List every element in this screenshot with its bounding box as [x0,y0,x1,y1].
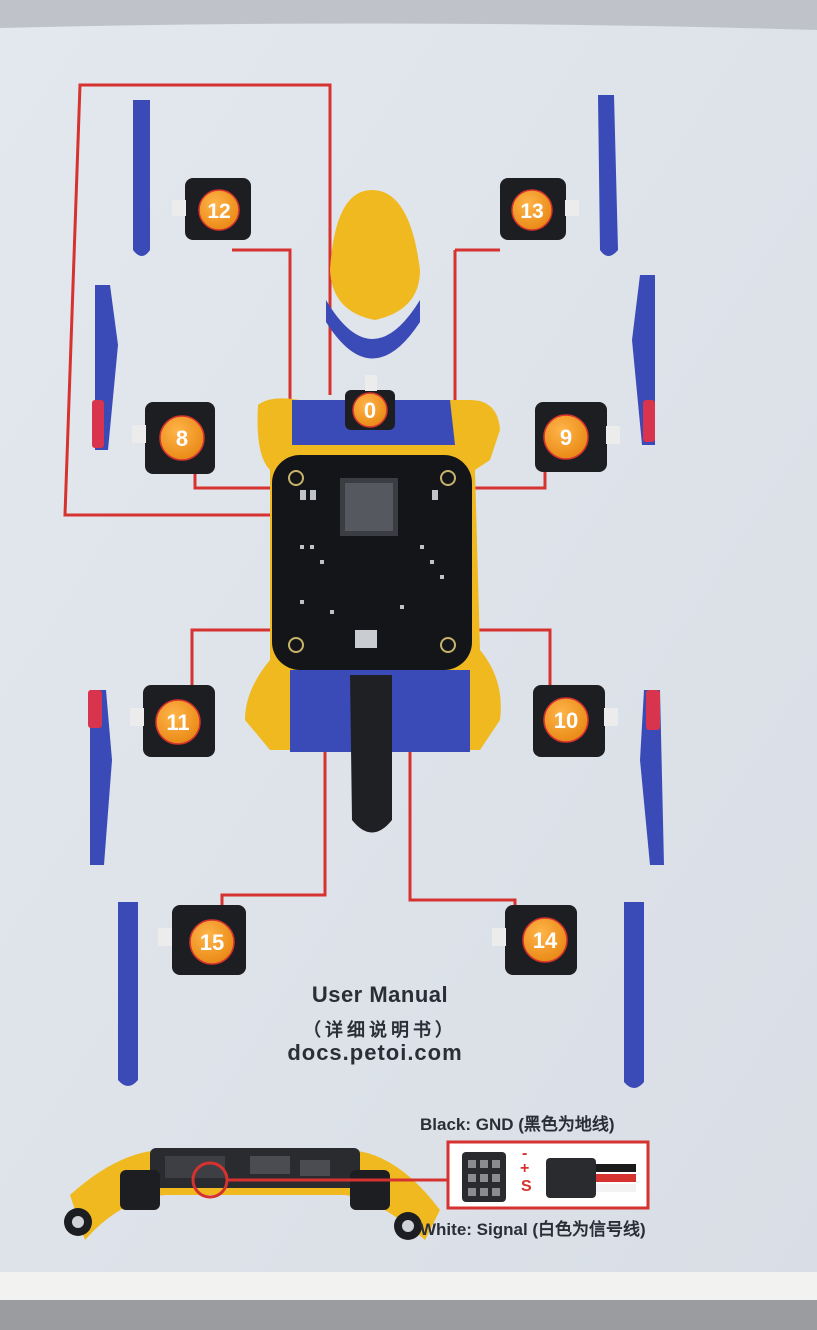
servo-0: 0 [345,375,395,430]
leg-upper-left [133,100,150,256]
pin-minus-label: - [522,1145,528,1162]
servo-8: 8 [132,402,215,474]
servo-14: 14 [492,905,577,975]
servo-11: 11 [130,685,215,757]
servo-10: 10 [533,685,618,757]
servo-14-label: 14 [533,928,558,953]
servo-12: 12 [172,178,251,240]
leg-lower-right [624,902,644,1088]
thigh-left-bottom [90,690,112,865]
manual-url: docs.petoi.com [287,1040,463,1065]
leg-lower-left [118,902,138,1086]
servo-9: 9 [535,402,620,472]
servo-8-label: 8 [176,426,188,451]
pin-diagram [446,1140,650,1210]
tail [350,675,392,833]
servo-11-label: 11 [166,710,189,735]
servo-10-label: 10 [554,708,578,733]
manual-title: User Manual [311,982,449,1007]
servo-13-label: 13 [520,200,543,223]
wire-black-note: Black: GND (黑色为地线) [420,1115,615,1134]
legs [90,95,664,1088]
wire-white-note: White: Signal (白色为信号线) [420,1220,646,1239]
servo-12-label: 12 [207,200,230,223]
robot-side-view [64,1148,448,1240]
manual-subtitle: （详细说明书） [303,1020,457,1040]
servo-13: 13 [500,178,579,240]
thigh-right-bottom [640,690,664,865]
pin-plus-label: + [520,1160,530,1177]
leg-accents [88,400,660,730]
servo-15: 15 [158,905,246,975]
head [326,190,420,359]
leg-upper-right [598,95,618,256]
servo-0-label: 0 [364,398,376,423]
servo-9-label: 9 [560,425,572,450]
servo-15-label: 15 [200,930,224,955]
table-edge [0,1300,817,1330]
pcb-board [272,455,472,670]
pin-signal-label: S [521,1178,532,1195]
